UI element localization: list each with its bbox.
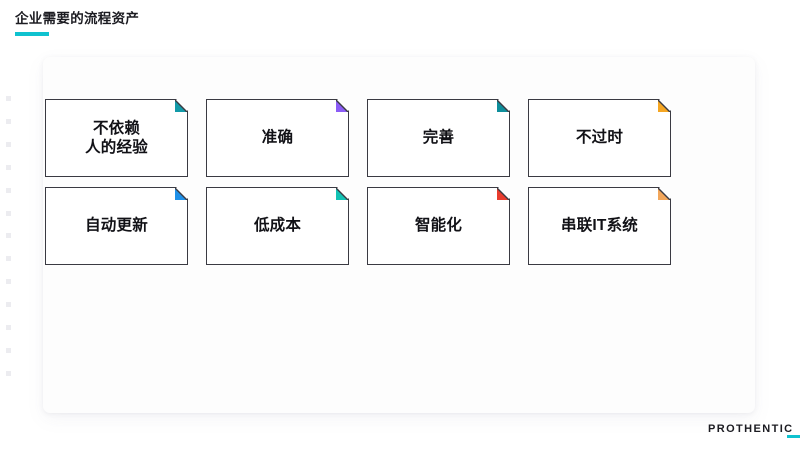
card-label: 低成本 — [253, 217, 302, 235]
folded-corner-purple — [336, 100, 348, 112]
folded-corner-teal — [497, 100, 509, 112]
edge-tick-mark — [6, 256, 11, 262]
folded-corner-turquoise — [336, 188, 348, 200]
page-title: 企业需要的流程资产 — [15, 11, 140, 26]
process-asset-card[interactable]: 串联IT系统 — [528, 187, 671, 265]
left-edge-tick-marks — [6, 96, 12, 376]
title-accent-bar — [15, 32, 49, 36]
process-asset-card[interactable]: 完善 — [367, 99, 510, 177]
edge-tick-mark — [6, 118, 11, 124]
edge-tick-mark — [6, 370, 11, 376]
process-asset-card[interactable]: 智能化 — [367, 187, 510, 265]
brand-accent-underline — [787, 435, 800, 438]
process-asset-card[interactable]: 准确 — [206, 99, 349, 177]
edge-tick-mark — [6, 210, 11, 216]
brand-name: PROTHENTIC — [708, 423, 794, 435]
edge-tick-mark — [6, 302, 11, 308]
folded-corner-orange — [658, 100, 670, 112]
card-label: 完善 — [422, 129, 455, 147]
slide-header: 企业需要的流程资产 — [15, 11, 139, 36]
card-label: 准确 — [261, 129, 294, 147]
edge-tick-mark — [6, 325, 11, 331]
card-label: 不依赖 人的经验 — [85, 119, 148, 156]
edge-tick-mark — [6, 187, 11, 193]
edge-tick-mark — [6, 141, 11, 147]
folded-corner-peach — [658, 188, 670, 200]
folded-corner-teal — [175, 100, 187, 112]
card-label: 串联IT系统 — [561, 217, 638, 235]
process-asset-card-grid: 不依赖 人的经验 准确 完善 不过时自动更新 低成本 智能化 串联IT系统 — [45, 99, 671, 265]
process-asset-card[interactable]: 不依赖 人的经验 — [45, 99, 188, 177]
folded-corner-red — [497, 188, 509, 200]
edge-tick-mark — [6, 347, 11, 353]
brand-logo: PROTHENTIC — [708, 423, 800, 441]
card-label: 智能化 — [414, 217, 463, 235]
process-asset-card[interactable]: 不过时 — [528, 99, 671, 177]
edge-tick-mark — [6, 279, 11, 285]
process-asset-card[interactable]: 低成本 — [206, 187, 349, 265]
edge-tick-mark — [6, 233, 11, 239]
process-asset-card[interactable]: 自动更新 — [45, 187, 188, 265]
edge-tick-mark — [6, 164, 11, 170]
folded-corner-blue — [175, 188, 187, 200]
edge-tick-mark — [6, 96, 11, 101]
card-label: 不过时 — [575, 129, 624, 147]
card-label: 自动更新 — [85, 217, 148, 235]
